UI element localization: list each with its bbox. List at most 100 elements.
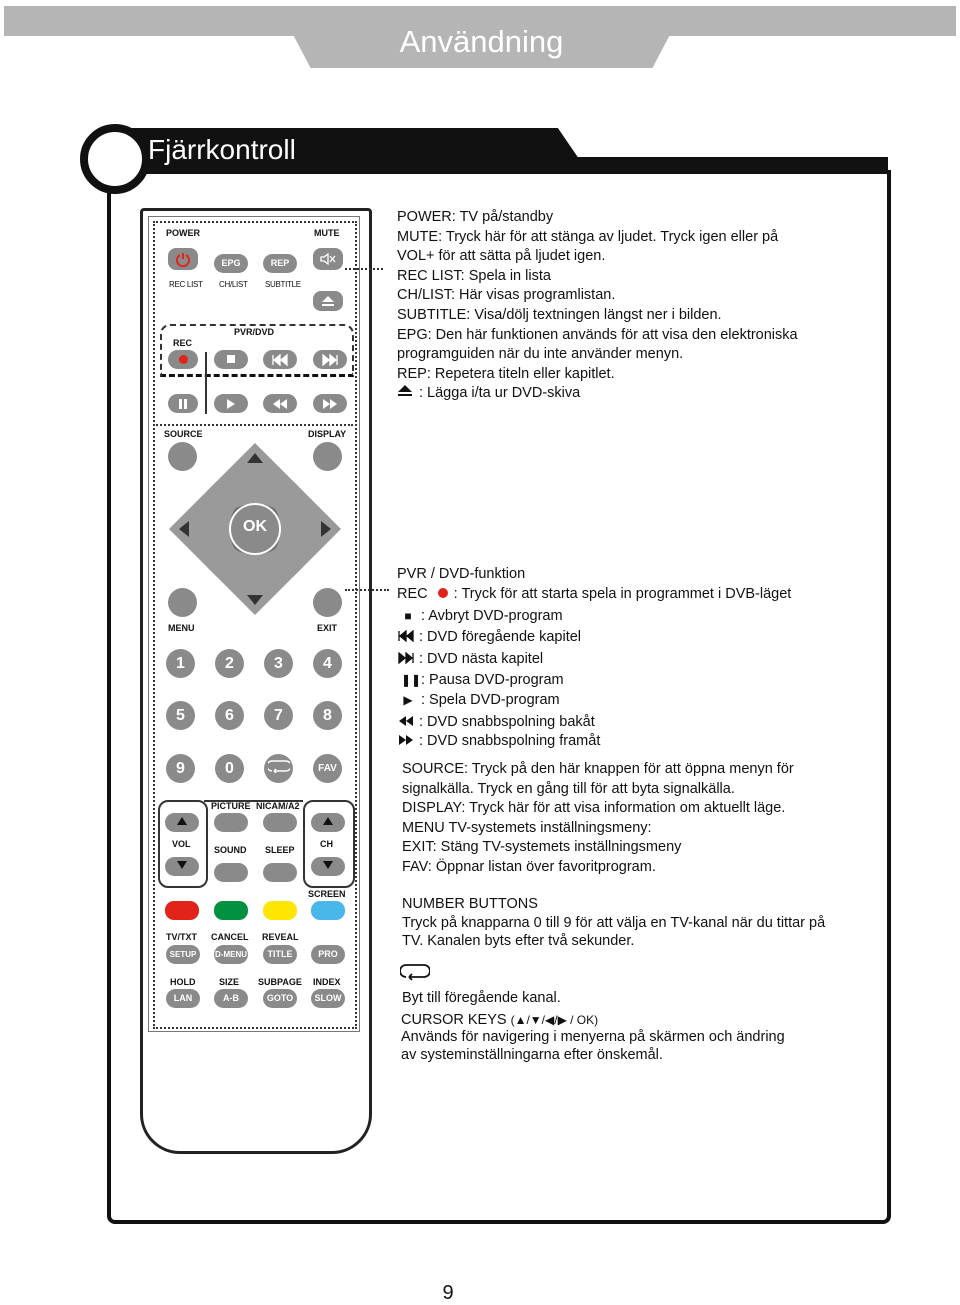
skip-forward-icon [397, 652, 415, 664]
screen-label: SCREEN [308, 889, 346, 899]
digit-button-6[interactable]: 6 [215, 701, 244, 730]
mute-button[interactable] [313, 248, 343, 270]
cursor-title: CURSOR KEYS [401, 1012, 507, 1028]
pvr-item-text: : Pausa DVD-program [421, 672, 564, 688]
play-button[interactable] [214, 394, 248, 413]
exit-button[interactable] [313, 588, 342, 617]
pvr-rec-row: REC : Tryck för att starta spela in prog… [397, 585, 791, 605]
rec-label: REC [173, 338, 192, 348]
recall-icon [268, 759, 290, 773]
desc-line: programguiden när du inte använder menyn… [397, 345, 683, 365]
pvr-item-text: : Spela DVD-program [421, 692, 560, 708]
ab-button[interactable]: A-B [214, 989, 248, 1008]
play-icon: ▶ [401, 691, 415, 711]
mute-label: MUTE [314, 228, 340, 238]
cursor-line: Används för navigering i menyerna på skä… [401, 1028, 785, 1048]
rewind-icon [272, 398, 288, 410]
green-key[interactable] [214, 901, 248, 920]
pvr-rec-desc: : Tryck för att starta spela in programm… [454, 586, 792, 602]
fav-button[interactable]: FAV [313, 754, 342, 783]
desc-line: MUTE: Tryck här för att stänga av ljudet… [397, 228, 778, 248]
eject-desc-row: : Lägga i/ta ur DVD-skiva [397, 384, 580, 404]
pvr-rec-prefix: REC [397, 586, 428, 602]
pause-button[interactable] [168, 394, 198, 413]
picture-button[interactable] [214, 813, 248, 832]
menu-button[interactable] [168, 588, 197, 617]
goto-button[interactable]: GOTO [263, 989, 297, 1008]
vol-down-button[interactable] [165, 857, 199, 876]
separator [153, 424, 353, 426]
lan-button[interactable]: LAN [166, 989, 200, 1008]
power-button[interactable] [168, 248, 198, 270]
eject-icon [397, 384, 413, 398]
digit-button-8[interactable]: 8 [313, 701, 342, 730]
slow-button[interactable]: SLOW [311, 989, 345, 1008]
sound-button[interactable] [214, 863, 248, 882]
sleep-button[interactable] [263, 863, 297, 882]
digit-button-1[interactable]: 1 [166, 649, 195, 678]
stop-button[interactable] [214, 350, 248, 369]
nicam-button[interactable] [263, 813, 297, 832]
mute-icon [319, 252, 337, 266]
cursor-keys: (▲/▼/◀/▶ / OK) [511, 1013, 599, 1027]
record-icon [438, 588, 448, 598]
desc-line: POWER: TV på/standby [397, 208, 553, 228]
reveal-label: REVEAL [262, 932, 299, 942]
setup-button[interactable]: SETUP [166, 945, 200, 964]
rep-button[interactable]: REP [263, 254, 297, 273]
dmenu-button[interactable]: D-MENU [214, 945, 248, 964]
pvr-item: : DVD snabbspolning framåt [397, 732, 600, 752]
desc-line: EXIT: Stäng TV-systemets inställningsmen… [402, 838, 681, 858]
pro-button[interactable]: PRO [311, 945, 345, 964]
desc-line: DISPLAY: Tryck här för att visa informat… [402, 799, 785, 819]
digit-button-0[interactable]: 0 [215, 754, 244, 783]
next-chapter-button[interactable] [313, 350, 347, 369]
red-key[interactable] [165, 901, 199, 920]
leader-line [345, 268, 383, 270]
digit-button-5[interactable]: 5 [166, 701, 195, 730]
rec-button[interactable] [168, 350, 198, 369]
size-label: SIZE [219, 977, 239, 987]
prev-chapter-button[interactable] [263, 350, 297, 369]
digit-button-7[interactable]: 7 [264, 701, 293, 730]
triangle-up-icon [177, 817, 187, 825]
title-button[interactable]: TITLE [263, 945, 297, 964]
digit-button-3[interactable]: 3 [264, 649, 293, 678]
eject-button[interactable] [313, 291, 343, 311]
eject-desc: : Lägga i/ta ur DVD-skiva [419, 385, 580, 401]
rewind-button[interactable] [263, 394, 297, 413]
fast-forward-icon [322, 398, 338, 410]
fast-forward-button[interactable] [313, 394, 347, 413]
skip-back-icon [271, 354, 289, 366]
recall-button[interactable] [264, 754, 293, 783]
pvr-item-text: : DVD nästa kapitel [419, 651, 543, 667]
yellow-key[interactable] [263, 901, 297, 920]
rec-list-label: REC LIST [169, 280, 203, 289]
ch-label: CH [320, 839, 333, 849]
vol-up-button[interactable] [165, 813, 199, 832]
tvtxt-label: TV/TXT [166, 932, 197, 942]
triangle-up-icon [323, 817, 333, 825]
epg-button[interactable]: EPG [214, 254, 248, 273]
desc-line: SOURCE: Tryck på den här knappen för att… [402, 760, 794, 780]
pause-icon: ❚❚ [401, 671, 415, 691]
leader-line [345, 589, 389, 591]
fast-forward-icon [397, 734, 415, 746]
blue-key[interactable] [311, 901, 345, 920]
pvr-title: PVR / DVD-funktion [397, 565, 525, 585]
rewind-icon [397, 715, 415, 727]
pvr-item: ❚❚ : Pausa DVD-program [401, 671, 564, 691]
skip-back-icon [397, 630, 415, 642]
desc-line: REP: Repetera titeln eller kapitlet. [397, 365, 615, 385]
stop-icon: ■ [401, 607, 415, 627]
ch-up-button[interactable] [311, 813, 345, 832]
digit-button-4[interactable]: 4 [313, 649, 342, 678]
pause-icon [178, 398, 188, 410]
vol-label: VOL [172, 839, 191, 849]
digit-button-9[interactable]: 9 [166, 754, 195, 783]
ch-down-button[interactable] [311, 857, 345, 876]
desc-line: CH/LIST: Här visas programlistan. [397, 286, 615, 306]
pvr-item-text: : Avbryt DVD-program [421, 608, 563, 624]
desc-line: signalkälla. Tryck en gång till för att … [402, 780, 735, 800]
digit-button-2[interactable]: 2 [215, 649, 244, 678]
